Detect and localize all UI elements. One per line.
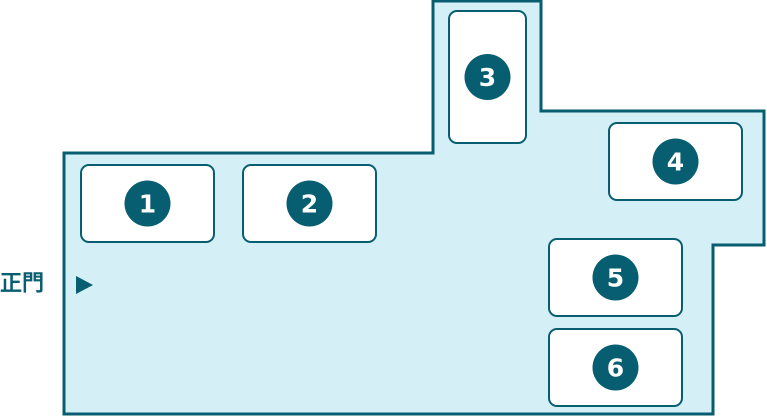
area-6-number: 6 bbox=[607, 354, 624, 383]
area-2-badge bbox=[286, 180, 333, 227]
area-4-badge bbox=[652, 138, 699, 185]
area-6[interactable]: 6 bbox=[548, 328, 683, 407]
area-6-badge bbox=[592, 344, 639, 391]
area-5[interactable]: 5 bbox=[548, 238, 683, 317]
area-2[interactable]: 2 bbox=[242, 164, 377, 243]
area-3-badge bbox=[464, 54, 511, 100]
area-3[interactable]: 3 bbox=[448, 10, 527, 144]
area-4-number: 4 bbox=[667, 148, 684, 177]
area-3-number: 3 bbox=[479, 63, 496, 92]
entrance-label: 正門 bbox=[0, 272, 44, 297]
area-1-number: 1 bbox=[139, 190, 156, 219]
triangle-right-icon bbox=[76, 276, 93, 294]
area-5-number: 5 bbox=[607, 264, 624, 293]
area-1[interactable]: 1 bbox=[80, 164, 215, 243]
area-4[interactable]: 4 bbox=[608, 122, 743, 201]
area-5-badge bbox=[592, 254, 639, 301]
area-1-badge bbox=[124, 180, 171, 227]
area-2-number: 2 bbox=[301, 190, 318, 219]
